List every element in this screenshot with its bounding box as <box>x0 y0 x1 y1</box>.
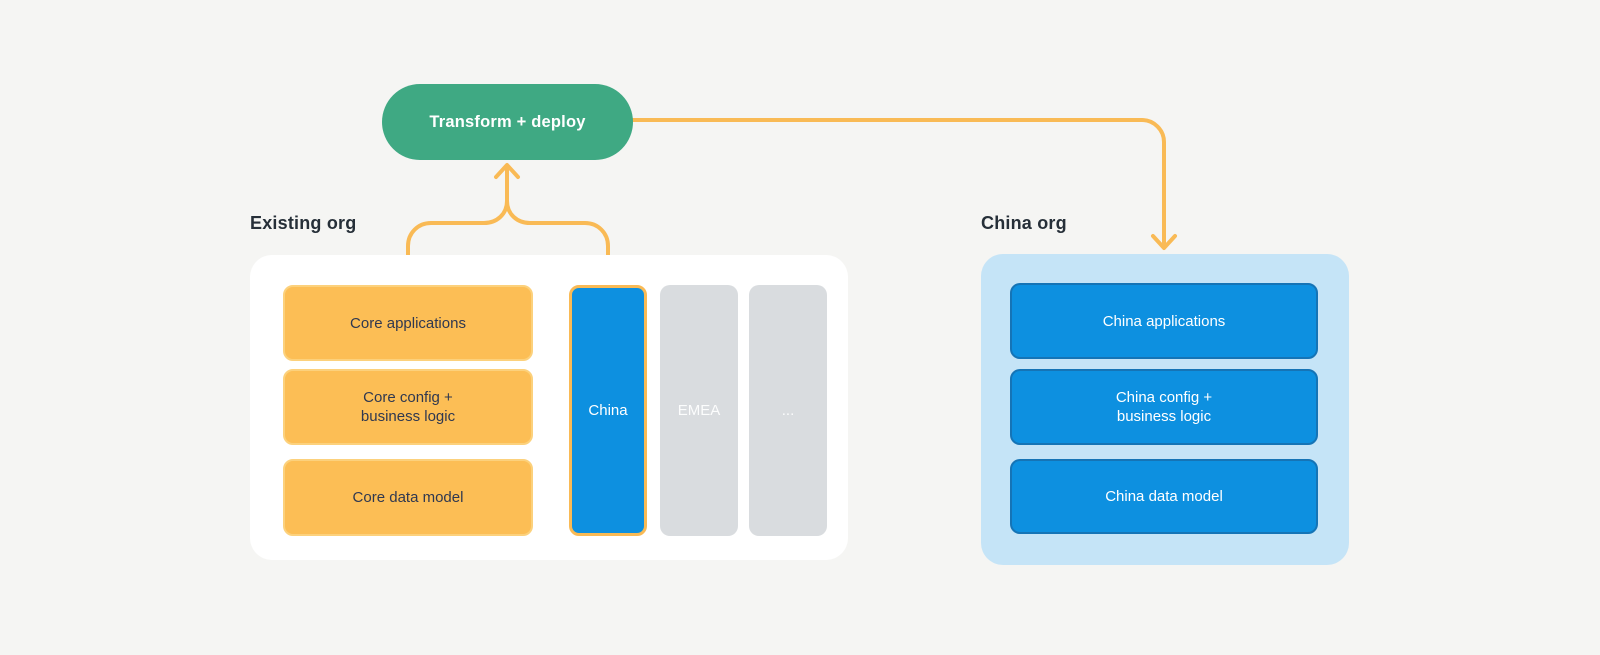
existing-org-title: Existing org <box>250 213 357 233</box>
transform-deploy-node: Transform + deploy <box>382 84 633 160</box>
china-data-model-box: China data model <box>1010 459 1318 534</box>
region-column-emea: EMEA <box>660 285 738 536</box>
china-org-title: China org <box>981 213 1067 233</box>
china-org-container: China applications China config + busine… <box>981 254 1349 565</box>
arrowhead-up-icon <box>494 163 520 179</box>
region-column-more: ... <box>749 285 827 536</box>
existing-org-container: Core applications Core config + business… <box>250 255 848 560</box>
core-config-business-logic-box: Core config + business logic <box>283 369 533 445</box>
core-data-model-box: Core data model <box>283 459 533 536</box>
deploy-elbow-line <box>631 118 1166 245</box>
china-applications-box: China applications <box>1010 283 1318 359</box>
china-config-business-logic-box: China config + business logic <box>1010 369 1318 445</box>
arrowhead-down-icon <box>1151 234 1177 250</box>
transform-deploy-label: Transform + deploy <box>429 112 586 131</box>
region-column-china: China <box>569 285 647 536</box>
core-applications-box: Core applications <box>283 285 533 361</box>
